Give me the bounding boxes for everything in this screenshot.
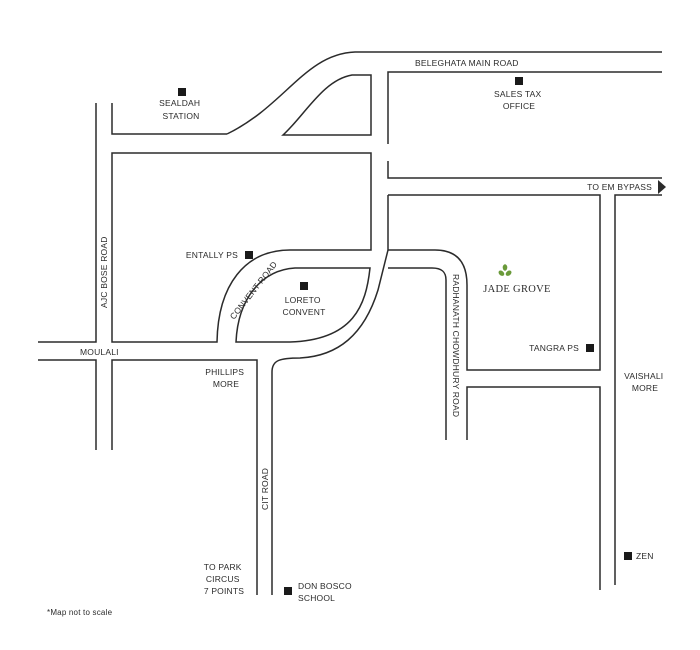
loreto-convent-island [235, 267, 371, 343]
jade-grove-project-label: JADE GROVE [483, 284, 550, 295]
ajc-bose-road-west-edge [38, 103, 97, 343]
em-bypass-label: TO EM BYPASS [587, 182, 652, 192]
radhanath-road-west-edge [388, 267, 447, 440]
sales-tax-office-marker-icon [515, 77, 523, 85]
convent-road-label: CONVENT ROAD [228, 259, 279, 321]
vaishali-road-edge [614, 194, 662, 585]
entally-block [111, 152, 372, 343]
place-markers [178, 77, 632, 595]
central-block-edge [387, 161, 662, 179]
road-network [38, 51, 666, 595]
curve-block-inner [281, 74, 372, 136]
entally-ps-label: ENTALLY PS [186, 250, 238, 260]
phillips-road-edge [111, 359, 258, 595]
tangra-ps-label: TANGRA PS [529, 343, 579, 353]
sealdah-station-label: SEALDAH STATION [159, 98, 203, 121]
moulali-label: MOULALI [80, 347, 119, 357]
sealdah-road-edge [111, 103, 227, 135]
radhanath-chowdhury-road-label: RADHANATH CHOWDHURY ROAD [451, 274, 461, 417]
loreto-convent-label: LORETO CONVENT [283, 295, 326, 317]
tangra-south-block [466, 386, 601, 590]
moulali-road-south-edge [38, 359, 97, 450]
sales-tax-office-label: SALES TAX OFFICE [494, 89, 544, 111]
beleghata-main-road-label: BELEGHATA MAIN ROAD [415, 58, 519, 68]
ajc-bose-road-label: AJC BOSE ROAD [99, 236, 109, 308]
don-bosco-school-marker-icon [284, 587, 292, 595]
cit-road-east-edge [271, 195, 389, 595]
beleghata-road-edge-top [226, 51, 662, 135]
park-circus-label: TO PARK CIRCUS 7 POINTS [204, 562, 245, 596]
phillips-more-label: PHILLIPS MORE [205, 367, 247, 389]
em-bypass-arrow-icon [658, 180, 666, 194]
cit-road-label: CIT ROAD [260, 468, 270, 510]
loreto-convent-marker-icon [300, 282, 308, 290]
tangra-ps-marker-icon [586, 344, 594, 352]
beleghata-road-edge-bottom [387, 71, 662, 144]
jade-grove-leaf-icon [498, 264, 512, 276]
radhanath-road-east-block [388, 194, 601, 371]
zen-label: ZEN [636, 551, 654, 561]
zen-marker-icon [624, 552, 632, 560]
vaishali-more-label: VAISHALI MORE [624, 371, 666, 393]
sealdah-station-marker-icon [178, 88, 186, 96]
don-bosco-school-label: DON BOSCO SCHOOL [298, 581, 354, 603]
map-not-to-scale-note: *Map not to scale [47, 608, 113, 617]
entally-ps-marker-icon [245, 251, 253, 259]
